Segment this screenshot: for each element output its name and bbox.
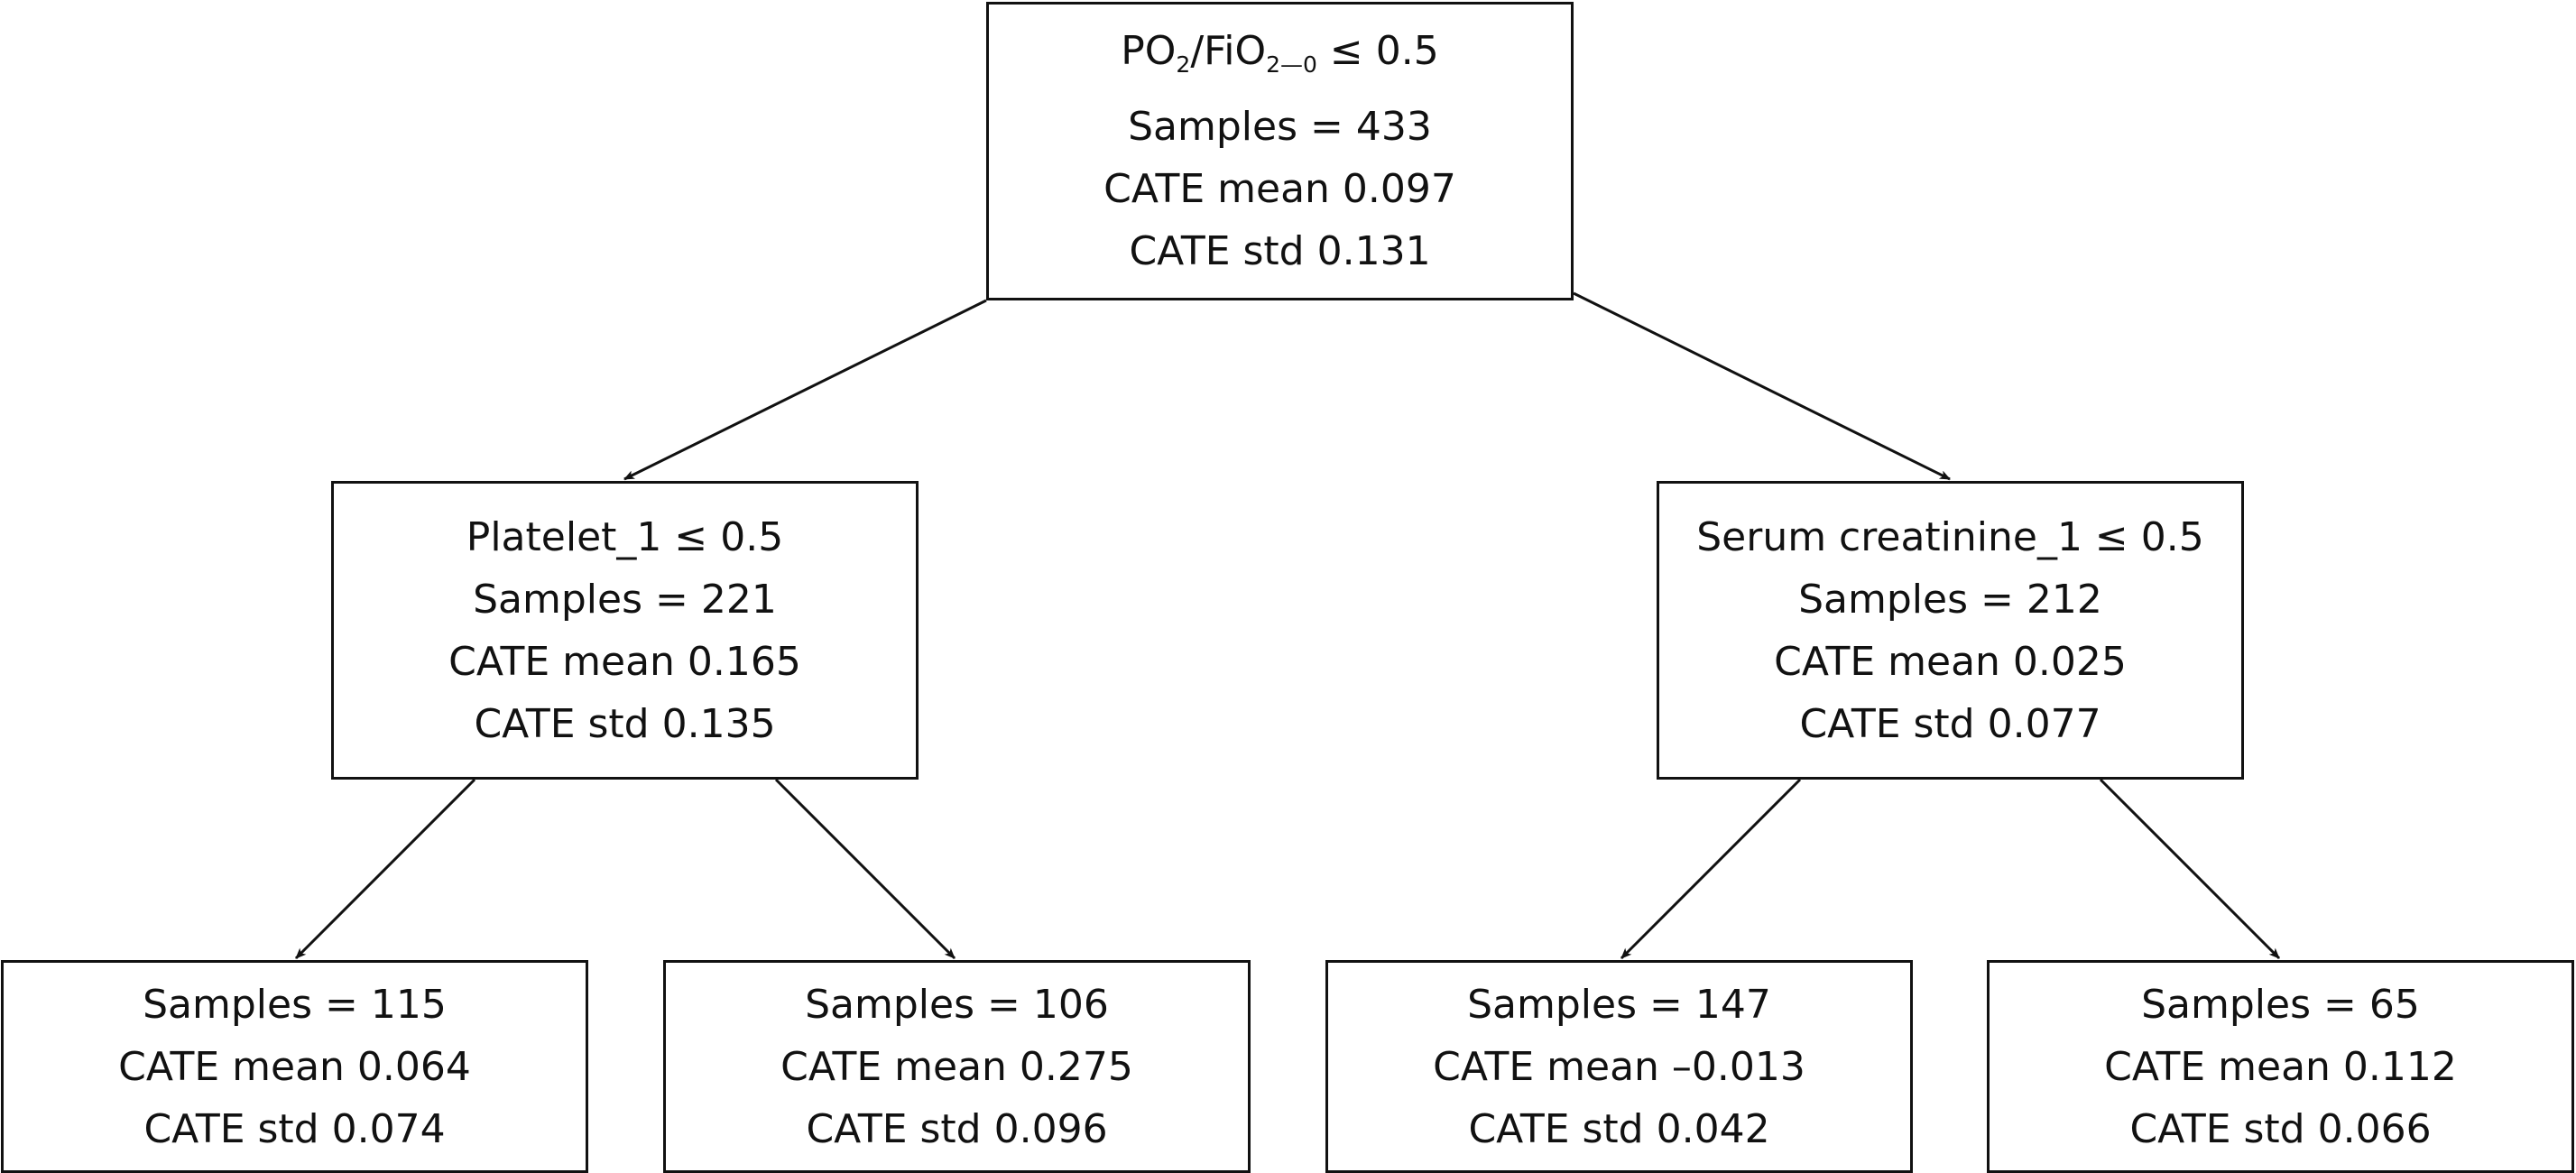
left-left-cate-std: CATE std 0.074 bbox=[143, 1105, 446, 1152]
edge-left-to-left-right bbox=[774, 778, 956, 960]
root-node: PO2/FiO2—0 ≤ 0.5 Samples = 433 CATE mean… bbox=[986, 2, 1574, 300]
right-left-samples: Samples = 147 bbox=[1467, 981, 1771, 1028]
left-left-leaf: Samples = 115 CATE mean 0.064 CATE std 0… bbox=[1, 960, 588, 1173]
right-node: Serum creatinine_1 ≤ 0.5 Samples = 212 C… bbox=[1657, 481, 2244, 780]
right-samples: Samples = 212 bbox=[1798, 576, 2102, 623]
edge-left-to-left-left bbox=[294, 778, 476, 960]
right-cate-std: CATE std 0.077 bbox=[1799, 700, 2101, 747]
left-right-cate-std: CATE std 0.096 bbox=[806, 1105, 1108, 1152]
edge-root-to-right bbox=[1573, 291, 1951, 481]
right-right-cate-mean: CATE mean 0.112 bbox=[2104, 1043, 2457, 1090]
right-left-cate-mean: CATE mean –0.013 bbox=[1433, 1043, 1805, 1090]
edge-root-to-left bbox=[623, 299, 987, 481]
edge-right-to-right-right bbox=[2099, 778, 2281, 960]
right-right-samples: Samples = 65 bbox=[2141, 981, 2420, 1028]
left-samples: Samples = 221 bbox=[473, 576, 777, 623]
root-cate-std: CATE std 0.131 bbox=[1129, 227, 1431, 274]
right-left-cate-std: CATE std 0.042 bbox=[1468, 1105, 1770, 1152]
right-split-condition: Serum creatinine_1 ≤ 0.5 bbox=[1696, 513, 2204, 560]
root-split-mid: /FiO bbox=[1190, 28, 1267, 75]
left-node: Platelet_1 ≤ 0.5 Samples = 221 CATE mean… bbox=[331, 481, 919, 780]
left-right-leaf: Samples = 106 CATE mean 0.275 CATE std 0… bbox=[663, 960, 1251, 1173]
root-split-suffix: ≤ 0.5 bbox=[1316, 28, 1439, 75]
right-right-cate-std: CATE std 0.066 bbox=[2129, 1105, 2432, 1152]
root-split-sub1: 2 bbox=[1176, 51, 1191, 78]
right-cate-mean: CATE mean 0.025 bbox=[1774, 638, 2127, 685]
left-cate-std: CATE std 0.135 bbox=[474, 700, 776, 747]
root-split-prefix: PO bbox=[1121, 28, 1177, 75]
edge-right-to-right-left bbox=[1620, 778, 1802, 960]
root-split-sub2: 2—0 bbox=[1266, 51, 1317, 78]
root-cate-mean: CATE mean 0.097 bbox=[1103, 165, 1456, 212]
root-samples: Samples = 433 bbox=[1128, 103, 1432, 150]
right-right-leaf: Samples = 65 CATE mean 0.112 CATE std 0.… bbox=[1987, 960, 2574, 1173]
right-left-leaf: Samples = 147 CATE mean –0.013 CATE std … bbox=[1325, 960, 1913, 1173]
root-split-condition: PO2/FiO2—0 ≤ 0.5 bbox=[1121, 20, 1439, 96]
left-split-condition: Platelet_1 ≤ 0.5 bbox=[466, 513, 784, 560]
left-right-cate-mean: CATE mean 0.275 bbox=[780, 1043, 1133, 1090]
left-left-samples: Samples = 115 bbox=[143, 981, 447, 1028]
left-right-samples: Samples = 106 bbox=[805, 981, 1109, 1028]
left-cate-mean: CATE mean 0.165 bbox=[448, 638, 801, 685]
left-left-cate-mean: CATE mean 0.064 bbox=[118, 1043, 471, 1090]
